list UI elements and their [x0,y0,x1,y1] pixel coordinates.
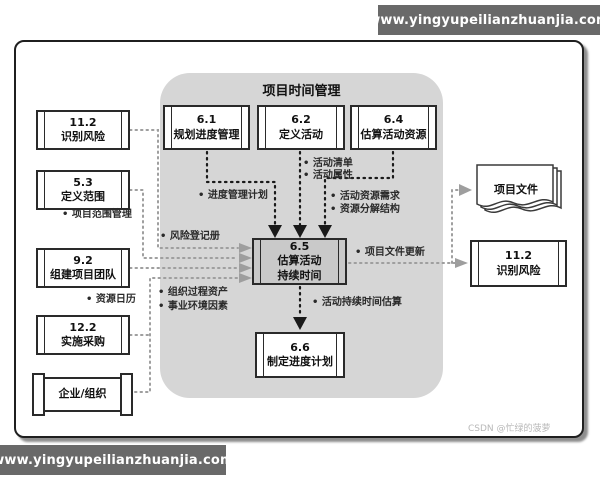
document-name: 项目文件 [494,183,538,196]
process-box-scope: 5.3 定义范围 [36,170,130,210]
label-risk-register: • 风险登记册 [160,231,220,242]
process-group-title: 项目时间管理 [262,84,341,99]
process-name: 定义范围 [61,190,105,203]
label-opa: • 组织过程资产 [158,287,228,298]
process-box-procure: 12.2 实施采购 [36,315,130,355]
label-schedule-plan: • 进度管理计划 [198,190,268,201]
process-box-64: 6.4 估算活动资源 [350,105,437,150]
process-code: 6.2 [291,113,311,127]
process-name: 估算活动资源 [360,127,427,141]
label-activity-attrs: • 活动属性 [303,170,353,181]
process-name: 识别风险 [61,130,105,143]
process-name: 组建项目团队 [50,268,116,281]
watermark-top: www.yingyupeilianzhuanjia.com [368,5,600,35]
process-code: 11.2 [504,249,533,263]
label-rbs: • 资源分解结构 [330,204,400,215]
process-name: 定义活动 [279,127,323,141]
org-tab-right [120,373,133,416]
label-duration-est: • 活动持续时间估算 [312,297,402,308]
process-code: 12.2 [69,320,97,334]
label-scope-mgmt: • 项目范围管理 [62,209,132,220]
process-name: 持续时间 [277,268,322,282]
org-tab-left [32,373,45,416]
csdn-credit: CSDN @忙绿的菠萝 [468,424,551,434]
watermark-bottom: www.yingyupeilianzhuanjia.com [0,445,234,475]
process-box-team: 9.2 组建项目团队 [36,248,130,288]
process-code: 11.2 [69,115,97,129]
process-name: 规划进度管理 [173,127,240,141]
process-box-risk-right: 11.2 识别风险 [470,240,567,287]
process-name: 估算活动 [277,254,322,268]
process-name: 识别风险 [496,263,541,277]
process-code: 9.2 [73,253,93,267]
label-resource-calendar: • 资源日历 [86,294,136,305]
process-name: 实施采购 [61,335,105,348]
process-box-61: 6.1 规划进度管理 [163,105,250,150]
process-box-risk-left: 11.2 识别风险 [36,110,130,150]
label-eef: • 事业环境因素 [158,301,228,312]
process-code: 6.1 [196,113,217,127]
process-code: 5.3 [73,175,93,189]
process-name: 制定进度计划 [267,355,333,368]
process-code: 6.4 [383,113,404,127]
process-box-66: 6.6 制定进度计划 [255,332,345,378]
process-code: 6.6 [290,340,310,354]
process-box-62: 6.2 定义活动 [257,105,345,150]
entity-name: 企业/组织 [58,387,107,401]
process-code: 6.5 [289,240,310,254]
label-doc-updates: • 项目文件更新 [355,247,425,258]
process-box-65: 6.5 估算活动 持续时间 [252,238,347,285]
entity-box-org: 企业/组织 [40,377,125,412]
